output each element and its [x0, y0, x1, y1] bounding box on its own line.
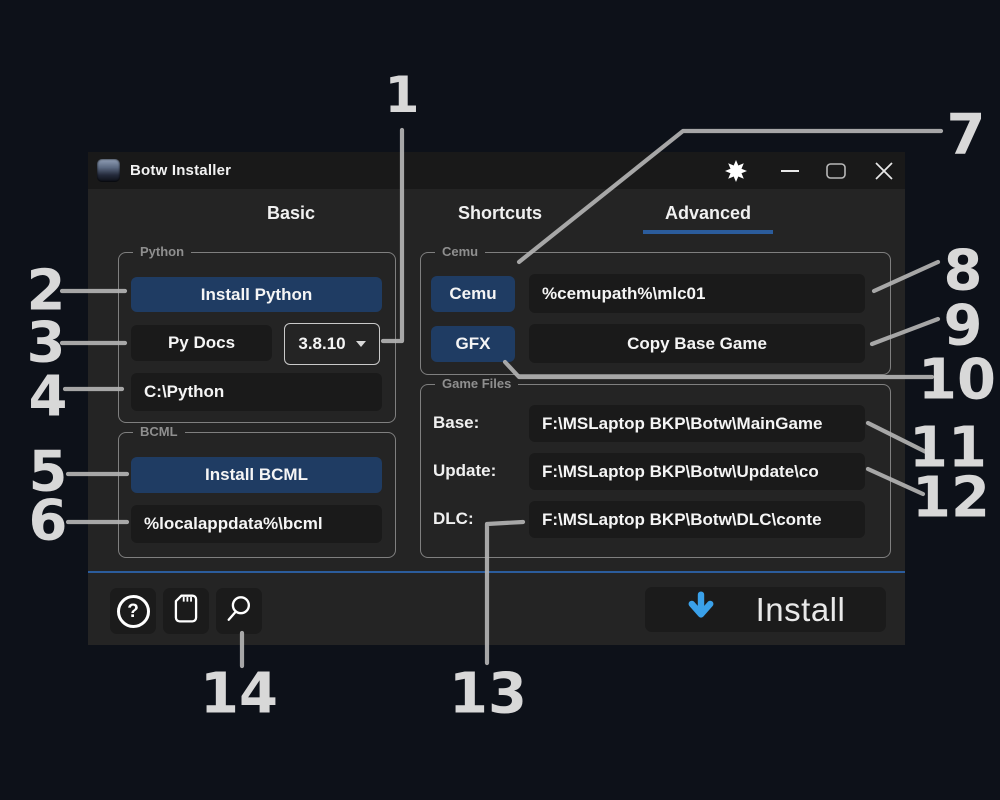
help-icon: ?	[116, 594, 150, 628]
game-files-group-label: Game Files	[435, 376, 519, 391]
update-label: Update:	[433, 461, 497, 480]
annotation-number-5: 5	[28, 439, 68, 505]
app-icon	[97, 159, 120, 182]
help-button[interactable]: ?	[110, 588, 156, 634]
annotation-number-1: 1	[384, 66, 420, 124]
cemu-group-label: Cemu	[435, 244, 486, 259]
base-path-input[interactable]: F:\MSLaptop BKP\Botw\MainGame	[529, 405, 865, 442]
tab-shortcuts[interactable]: Shortcuts	[457, 203, 543, 223]
update-path-input[interactable]: F:\MSLaptop BKP\Botw\Update\co	[529, 453, 865, 490]
memory-card-icon	[171, 592, 201, 630]
close-button[interactable]	[867, 152, 901, 189]
annotation-number-6: 6	[28, 488, 68, 554]
python-version-dropdown[interactable]: 3.8.10	[284, 323, 380, 365]
tab-advanced[interactable]: Advanced	[664, 203, 752, 223]
python-group: Python Install Python Py Docs 3.8.10 C:\…	[118, 244, 396, 423]
dlc-label: DLC:	[433, 509, 474, 528]
maximize-button[interactable]	[819, 152, 853, 189]
gfx-button[interactable]: GFX	[431, 326, 515, 362]
install-bcml-button[interactable]: Install BCML	[131, 457, 382, 493]
search-icon	[224, 594, 254, 629]
title-bar: Botw Installer	[88, 152, 905, 189]
download-arrow-icon	[686, 591, 716, 628]
annotation-number-9: 9	[943, 293, 983, 359]
annotation-number-14: 14	[200, 661, 278, 727]
close-icon	[875, 161, 893, 180]
memory-card-button[interactable]	[163, 588, 209, 634]
annotation-number-3: 3	[26, 310, 66, 376]
cemu-group: Cemu Cemu %cemupath%\mlc01 GFX Copy Base…	[420, 244, 891, 375]
active-tab-underline	[643, 230, 773, 234]
base-label: Base:	[433, 413, 480, 432]
bcml-group-label: BCML	[133, 424, 185, 439]
chevron-down-icon	[355, 341, 366, 347]
annotation-number-10: 10	[918, 347, 996, 413]
bcml-path-input[interactable]: %localappdata%\bcml	[131, 505, 382, 543]
copy-base-game-button[interactable]: Copy Base Game	[529, 324, 865, 363]
python-version-value: 3.8.10	[298, 334, 346, 353]
annotation-number-7: 7	[946, 102, 986, 168]
search-button[interactable]	[216, 588, 262, 634]
annotation-number-13: 13	[449, 661, 527, 727]
minimize-button[interactable]	[773, 152, 807, 189]
window-title: Botw Installer	[130, 162, 232, 179]
install-python-button[interactable]: Install Python	[131, 277, 382, 312]
py-docs-button[interactable]: Py Docs	[131, 325, 272, 361]
annotation-number-8: 8	[943, 238, 983, 304]
minimize-icon	[781, 169, 799, 173]
annotation-number-4: 4	[28, 364, 68, 430]
annotation-number-11: 11	[909, 415, 987, 481]
footer-divider	[88, 571, 905, 573]
help-glyph: ?	[127, 600, 139, 622]
dlc-path-input[interactable]: F:\MSLaptop BKP\Botw\DLC\conte	[529, 501, 865, 538]
sun-icon	[724, 159, 748, 183]
install-button-label: Install	[755, 590, 846, 628]
python-group-label: Python	[133, 244, 192, 259]
bcml-group: BCML Install BCML %localappdata%\bcml	[118, 424, 396, 558]
app-window: Botw Installer Basic Shortcuts Adva	[88, 152, 905, 645]
install-button[interactable]: Install	[645, 587, 886, 632]
theme-toggle-button[interactable]	[719, 152, 753, 189]
tab-basic[interactable]: Basic	[266, 203, 316, 223]
annotation-number-2: 2	[26, 258, 66, 324]
game-files-group: Game Files Base: F:\MSLaptop BKP\Botw\Ma…	[420, 376, 891, 558]
maximize-icon	[826, 162, 846, 179]
annotation-number-12: 12	[912, 465, 990, 531]
cemu-mlc-path-input[interactable]: %cemupath%\mlc01	[529, 274, 865, 313]
cemu-button[interactable]: Cemu	[431, 276, 515, 312]
python-path-input[interactable]: C:\Python	[131, 373, 382, 411]
